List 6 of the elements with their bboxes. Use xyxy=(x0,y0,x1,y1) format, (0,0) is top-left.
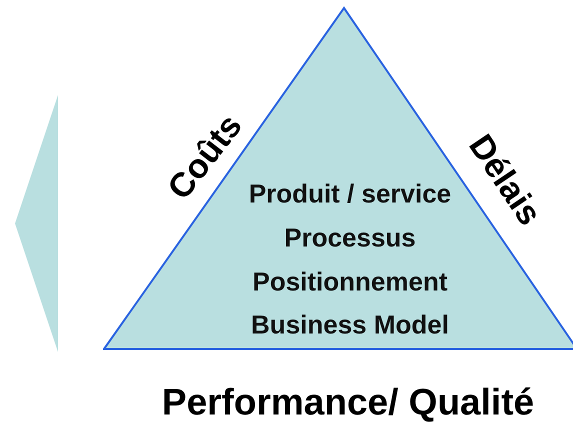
triangle-text: Business Model xyxy=(251,310,449,340)
triangle xyxy=(103,6,573,350)
triangle-text: Produit / service xyxy=(248,178,452,210)
triangle-text: Positionnement xyxy=(252,266,448,298)
base-label: Performance/ Qualité xyxy=(162,384,534,420)
triangle-text: Processus xyxy=(284,222,416,254)
